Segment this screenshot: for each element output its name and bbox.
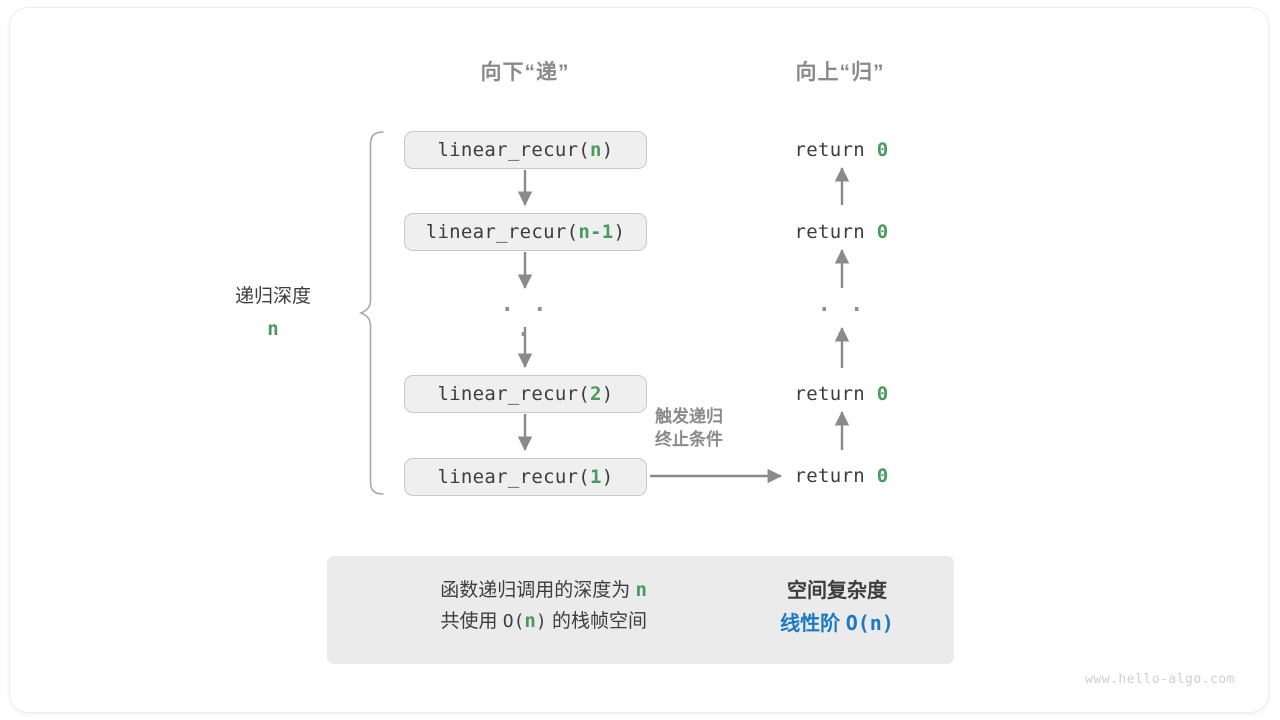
ellipsis-right: · · ·: [817, 298, 867, 348]
call-box-prefix: linear_recur(: [437, 139, 591, 161]
watermark: www.hello-algo.com: [1085, 672, 1235, 687]
return-value: 0: [876, 383, 889, 405]
summary-line-1: 函数递归调用的深度为 n: [337, 575, 647, 606]
return-keyword: return: [794, 139, 865, 161]
call-box-1[interactable]: linear_recur(1): [404, 458, 647, 496]
return-label-4: return 0: [720, 465, 963, 487]
return-label-3: return 0: [720, 383, 963, 405]
summary-title: 空间复杂度: [787, 580, 887, 602]
call-box-suffix: ): [601, 466, 614, 488]
termination-note-line2: 终止条件: [655, 429, 723, 449]
call-box-prefix: linear_recur(: [437, 383, 591, 405]
call-box-arg: n-1: [578, 221, 614, 243]
summary-line-2-tail: 的栈帧空间: [546, 611, 647, 633]
termination-note-line1: 触发递归: [655, 407, 723, 426]
call-box-arg: 2: [590, 383, 602, 405]
recursion-depth-label: 递归深度: [234, 286, 311, 307]
return-keyword: return: [794, 221, 865, 243]
summary-line-2-n: n: [524, 610, 536, 633]
column-header-descend: 向下“递”: [480, 61, 570, 84]
call-box-suffix: ): [601, 139, 614, 161]
call-box-prefix: linear_recur(: [437, 466, 591, 488]
call-box-n[interactable]: linear_recur(n): [404, 131, 647, 169]
call-box-2[interactable]: linear_recur(2): [404, 375, 647, 413]
return-keyword: return: [794, 383, 865, 405]
summary-line-1-n: n: [635, 579, 647, 601]
recursion-depth-brace: [358, 131, 384, 495]
summary-value-bigo: O(n): [845, 611, 894, 635]
call-box-n-minus-1[interactable]: linear_recur(n-1): [404, 213, 647, 251]
call-box-suffix: ): [613, 221, 626, 243]
summary-panel: 函数递归调用的深度为 n 共使用 O(n) 的栈帧空间 空间复杂度 线性阶 O(…: [327, 556, 954, 664]
return-value: 0: [876, 221, 889, 243]
call-box-arg: 1: [590, 466, 602, 488]
summary-line-2-close: ): [535, 611, 547, 633]
return-keyword: return: [794, 465, 865, 487]
summary-line-2-text: 共使用: [440, 611, 503, 633]
summary-value-label: 线性阶: [780, 613, 846, 635]
return-value: 0: [876, 465, 889, 487]
summary-line-2-o: O(: [502, 611, 525, 633]
return-value: 0: [876, 139, 889, 161]
summary-line-2: 共使用 O(n) 的栈帧空间: [337, 606, 647, 637]
column-header-ascend: 向上“归”: [795, 61, 885, 84]
summary-description: 函数递归调用的深度为 n 共使用 O(n) 的栈帧空间: [337, 575, 647, 638]
return-label-1: return 0: [720, 139, 963, 161]
return-label-2: return 0: [720, 221, 963, 243]
call-box-suffix: ): [601, 383, 614, 405]
ellipsis-left: · · ·: [500, 298, 550, 348]
recursion-depth-value: n: [267, 318, 279, 340]
call-box-prefix: linear_recur(: [425, 221, 579, 243]
call-box-arg: n: [590, 139, 602, 161]
summary-conclusion: 空间复杂度 线性阶 O(n): [727, 575, 947, 640]
summary-line-1-text: 函数递归调用的深度为: [440, 580, 636, 601]
termination-condition-note: 触发递归 终止条件: [655, 406, 775, 452]
summary-value: 线性阶 O(n): [727, 607, 947, 640]
